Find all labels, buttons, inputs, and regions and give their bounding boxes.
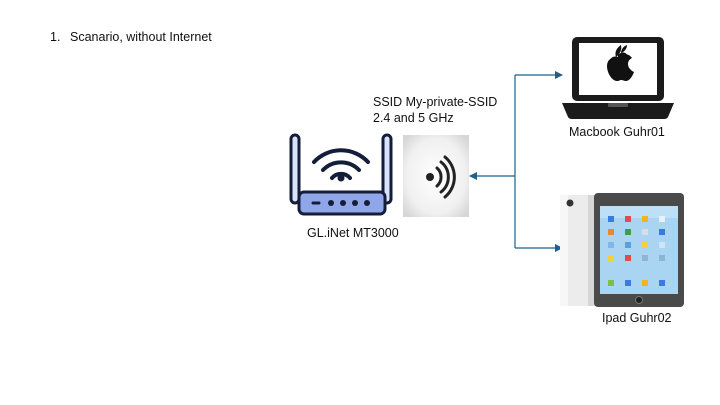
- macbook-label: Macbook Guhr01: [569, 125, 665, 139]
- router-icon: [289, 133, 393, 216]
- heading-text: Scanario, without Internet: [70, 30, 212, 44]
- router-label: GL.iNet MT3000: [307, 226, 399, 240]
- macbook-icon: [562, 37, 674, 119]
- apple-logo-icon: [607, 45, 634, 81]
- ssid-bands: 2.4 and 5 GHz: [373, 111, 454, 125]
- slide-heading: 1. Scanario, without Internet: [50, 30, 212, 44]
- ipad-label: Ipad Guhr02: [602, 311, 672, 325]
- ssid-name: SSID My-private-SSID: [373, 95, 498, 109]
- ssid-info: SSID My-private-SSID 2.4 and 5 GHz: [373, 94, 497, 126]
- ipad-icon: [560, 193, 684, 307]
- wifi-signal-icon: [403, 135, 469, 217]
- heading-number: 1.: [50, 30, 61, 44]
